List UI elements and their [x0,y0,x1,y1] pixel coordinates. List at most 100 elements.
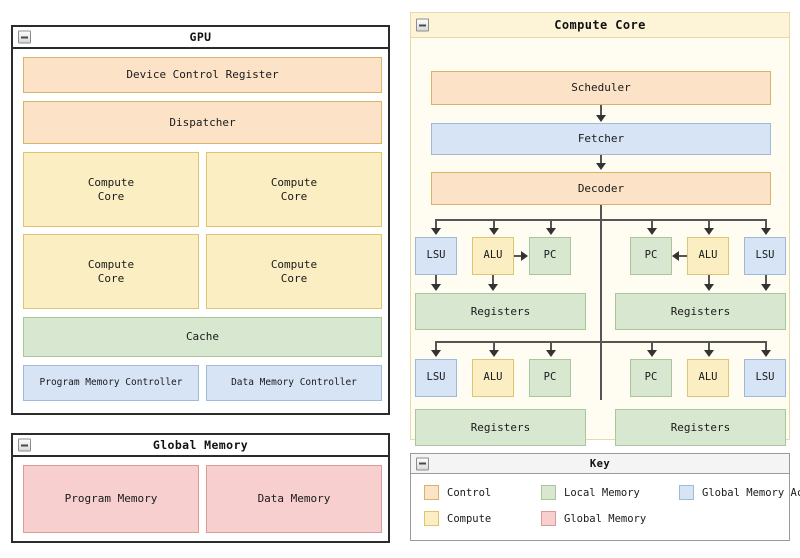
bus2-arrow-3 [546,350,556,357]
bus2-drop-1 [435,341,437,353]
group-1-alu-to-pc-arrow-left [521,251,528,261]
compute-core-panel: Compute Core Scheduler Fetcher Decoder [410,12,790,446]
group-1-alu-to-pc-arrow-right [672,251,679,261]
decoder-block[interactable]: Decoder [431,172,771,205]
group-1-alu-left-to-registers-line [492,275,494,287]
key-swatch-global-memory-access [679,485,694,500]
bus1-arrow-2 [489,228,499,235]
bus2-arrow-4 [647,350,657,357]
gpu-panel-header: GPU [13,27,388,49]
bus1-drop-3 [550,219,552,231]
key-panel-header: Key [411,454,789,474]
bus2-drop-2 [493,341,495,353]
compute-core-block-1[interactable]: Compute Core [23,152,199,227]
minus-icon[interactable] [416,18,429,32]
minus-icon[interactable] [18,438,31,452]
gpu-panel-title: GPU [189,30,212,44]
bus1-drop-1 [435,219,437,231]
group-2-lsu-right[interactable]: LSU [744,359,786,397]
group-1-lsu-left[interactable]: LSU [415,237,457,275]
decoder-spine-line [600,205,602,400]
group-1-alu-right-to-registers-line [708,275,710,287]
minus-icon[interactable] [416,457,429,470]
key-label-global-memory-access: Global Memory Access [702,486,800,499]
global-memory-panel: Global Memory Program Memory Data Memory [11,433,390,543]
group-2-alu-right[interactable]: ALU [687,359,729,397]
minus-icon[interactable] [18,30,31,44]
key-panel-body: Control Local Memory Global Memory Acces… [411,474,800,540]
group-2-pc-left[interactable]: PC [529,359,571,397]
group-1-lsu-left-to-registers-line [435,275,437,287]
data-memory-block[interactable]: Data Memory [206,465,382,533]
bus1-arrow-6 [761,228,771,235]
bus2-drop-5 [708,341,710,353]
group-1-registers-right[interactable]: Registers [615,293,786,330]
group-1-lsu-right-to-registers-arrow [761,284,771,291]
key-entry-local-memory: Local Memory [541,485,640,500]
key-swatch-control [424,485,439,500]
bus2-drop-6 [765,341,767,353]
fetcher-to-decoder-arrow [596,163,606,170]
group-1-pc-right[interactable]: PC [630,237,672,275]
gpu-panel-body: Device Control Register Dispatcher Compu… [13,49,388,413]
global-memory-panel-body: Program Memory Data Memory [13,457,388,541]
global-memory-panel-title: Global Memory [152,438,249,452]
bus1-drop-6 [765,219,767,231]
compute-core-block-2[interactable]: Compute Core [206,152,382,227]
bus1-arrow-3 [546,228,556,235]
bus2-drop-4 [651,341,653,353]
group-1-alu-left-to-registers-arrow [488,284,498,291]
bus1-arrow-1 [431,228,441,235]
thread-group-1-bus [435,219,767,221]
gpu-panel: GPU Device Control Register Dispatcher C… [11,25,390,415]
group-1-pc-left[interactable]: PC [529,237,571,275]
key-label-compute: Compute [447,512,492,525]
key-swatch-compute [424,511,439,526]
group-2-lsu-left[interactable]: LSU [415,359,457,397]
compute-core-panel-body: Scheduler Fetcher Decoder LSU A [411,38,789,446]
group-1-lsu-left-to-registers-arrow [431,284,441,291]
compute-core-block-4[interactable]: Compute Core [206,234,382,309]
scheduler-block[interactable]: Scheduler [431,71,771,105]
global-memory-panel-header: Global Memory [13,435,388,457]
bus2-arrow-1 [431,350,441,357]
program-memory-controller-block[interactable]: Program Memory Controller [23,365,199,401]
compute-core-panel-header: Compute Core [411,13,789,38]
program-memory-block[interactable]: Program Memory [23,465,199,533]
group-2-pc-right[interactable]: PC [630,359,672,397]
bus1-drop-5 [708,219,710,231]
group-2-alu-left[interactable]: ALU [472,359,514,397]
key-swatch-global-memory [541,511,556,526]
fetcher-to-decoder-line [600,155,602,167]
group-1-alu-right[interactable]: ALU [687,237,729,275]
group-2-registers-left[interactable]: Registers [415,409,586,446]
key-label-control: Control [447,486,492,499]
key-entry-compute: Compute [424,511,491,526]
fetcher-block[interactable]: Fetcher [431,123,771,155]
key-entry-control: Control [424,485,491,500]
group-1-alu-to-pc-line-right [679,255,687,257]
key-swatch-local-memory [541,485,556,500]
cache-block[interactable]: Cache [23,317,382,357]
key-label-local-memory: Local Memory [564,486,640,499]
scheduler-to-fetcher-arrow [596,115,606,122]
key-panel: Key Control Local Memory Global Memory A… [410,453,800,541]
group-1-lsu-right[interactable]: LSU [744,237,786,275]
group-1-alu-left[interactable]: ALU [472,237,514,275]
bus2-arrow-6 [761,350,771,357]
data-memory-controller-block[interactable]: Data Memory Controller [206,365,382,401]
dispatcher-block[interactable]: Dispatcher [23,101,382,144]
thread-group-2-bus [435,341,767,343]
bus2-arrow-2 [489,350,499,357]
group-1-lsu-right-to-registers-line [765,275,767,287]
device-control-register-block[interactable]: Device Control Register [23,57,382,93]
bus1-arrow-5 [704,228,714,235]
bus1-drop-2 [493,219,495,231]
bus2-arrow-5 [704,350,714,357]
group-1-alu-right-to-registers-arrow [704,284,714,291]
group-2-registers-right[interactable]: Registers [615,409,786,446]
scheduler-to-fetcher-line [600,105,602,117]
compute-core-block-3[interactable]: Compute Core [23,234,199,309]
compute-core-panel-title: Compute Core [554,18,646,32]
group-1-registers-left[interactable]: Registers [415,293,586,330]
